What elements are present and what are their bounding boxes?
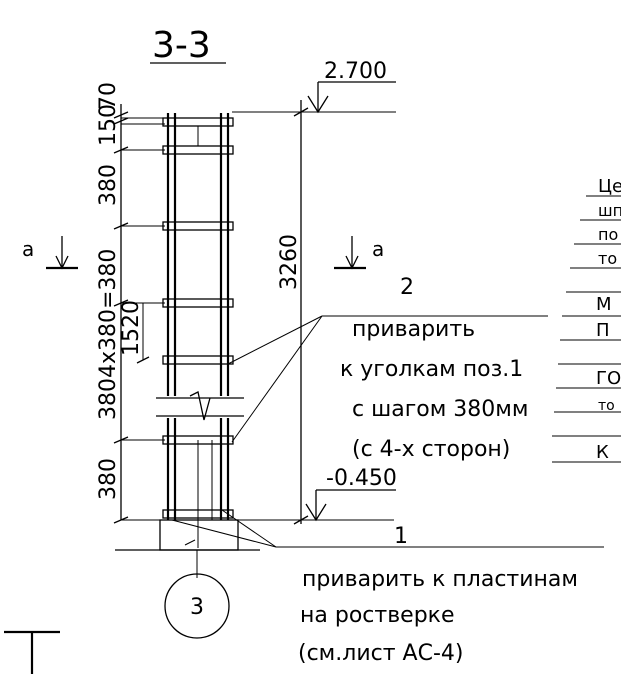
callout-2-leaders	[227, 315, 548, 443]
batten	[162, 355, 234, 365]
elevation-top-mark	[307, 81, 396, 114]
elevation-bottom-mark	[305, 489, 396, 522]
callout-1-number: 1	[394, 524, 408, 549]
callout-1-line-2: на ростверке	[300, 603, 454, 628]
table-row-3: то	[598, 249, 617, 268]
table-row-5: П	[596, 320, 610, 341]
dim-70: 70	[96, 82, 121, 110]
total-dimension	[232, 100, 396, 525]
footing	[115, 519, 260, 551]
left-dimension-chain	[113, 104, 165, 524]
dim-3804: 3804x380=380	[96, 249, 121, 420]
detail-bubble-circle	[164, 573, 230, 639]
view-mark-right-label: a	[372, 237, 384, 261]
callout-2-line-2: к уголкам поз.1	[340, 357, 523, 382]
batten	[162, 221, 234, 231]
table-row-4: М	[596, 294, 612, 315]
dim-150: 150	[96, 104, 121, 146]
elevation-bottom: -0.450	[326, 466, 397, 491]
callout-2-line-3: с шагом 380мм	[352, 397, 529, 422]
table-row-6: ГО	[596, 368, 621, 389]
dim-3260: 3260	[277, 234, 302, 290]
view-mark-right	[334, 236, 366, 270]
batten	[162, 117, 234, 127]
callout-2-number: 2	[400, 275, 414, 300]
batten	[162, 145, 234, 155]
detail-bubble-number: 3	[190, 595, 204, 620]
section-mark-bottom-left	[4, 630, 60, 674]
callout-2-line-1: приварить	[352, 317, 475, 342]
callout-1-leaders	[171, 509, 604, 548]
partial-table	[552, 195, 621, 463]
view-mark-left-label: a	[22, 237, 34, 261]
table-row-2: по	[598, 225, 618, 244]
dim-1520: 1520	[119, 300, 144, 356]
callout-1-line-3: (см.лист АС-4)	[298, 641, 463, 666]
dim-380-bottom: 380	[96, 458, 121, 500]
column-lattice	[156, 113, 244, 548]
section-title: 3-3	[152, 25, 211, 66]
callout-1-line-1: приварить к пластинам	[302, 567, 578, 592]
callout-2-line-4: (с 4-х сторон)	[352, 437, 510, 462]
table-row-8: К	[596, 442, 609, 463]
table-row-1: шп	[598, 201, 621, 220]
batten	[162, 298, 234, 308]
view-mark-left	[46, 236, 78, 270]
table-row-7: то	[598, 398, 615, 414]
table-row-0: Це	[598, 176, 621, 197]
elevation-top: 2.700	[324, 59, 387, 84]
dim-380-top: 380	[96, 164, 121, 206]
